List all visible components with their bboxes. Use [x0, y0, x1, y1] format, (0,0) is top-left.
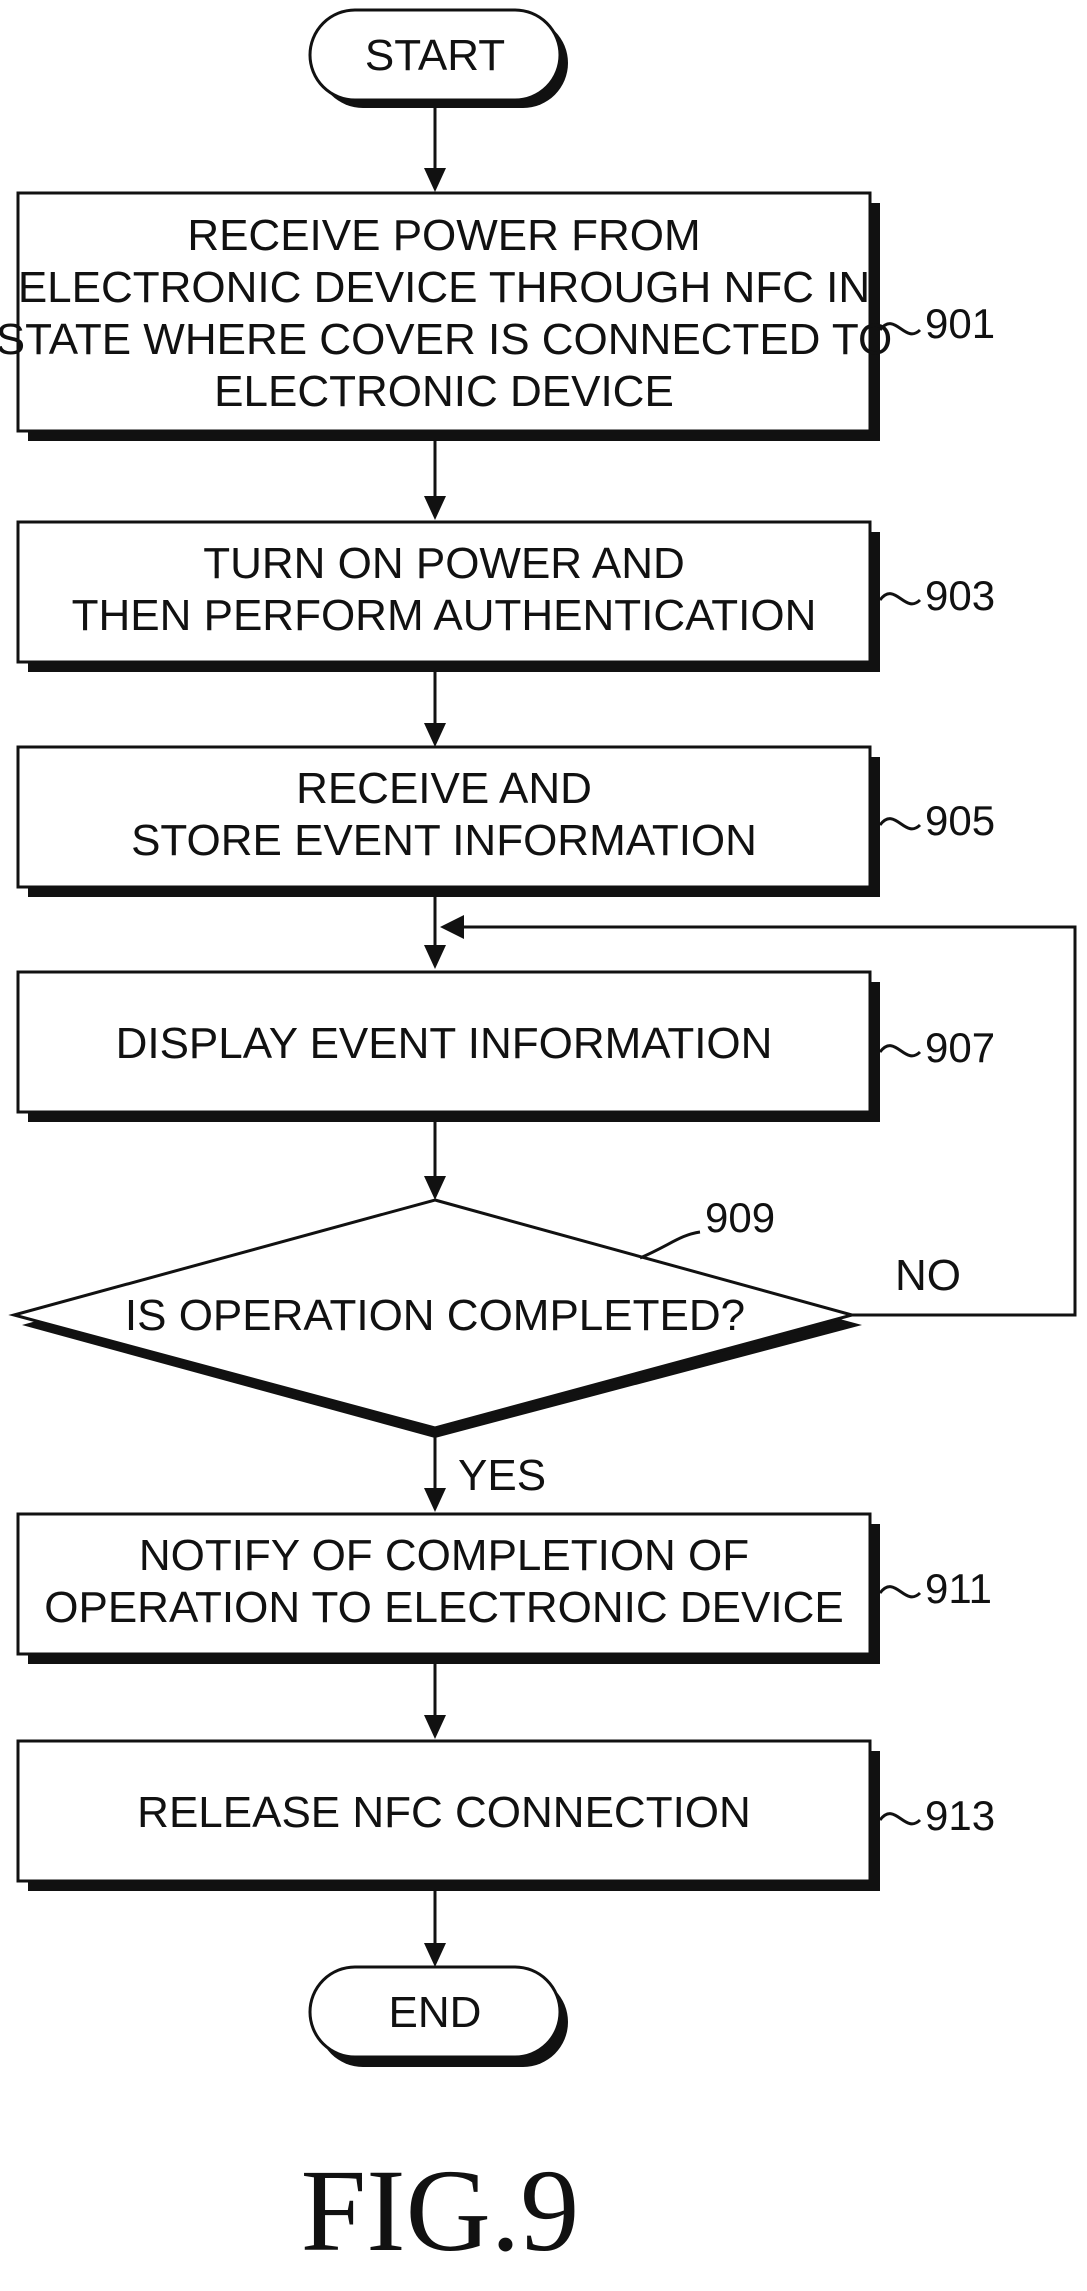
- ref-leader-913: [880, 1814, 920, 1824]
- step-901-line-3: STATE WHERE COVER IS CONNECTED TO: [0, 315, 892, 364]
- step-901-line-1: RECEIVE POWER FROM: [187, 211, 700, 260]
- step-901-line-4: ELECTRONIC DEVICE: [214, 367, 674, 416]
- step-905-line-1: RECEIVE AND: [296, 764, 592, 813]
- ref-leader-911: [880, 1587, 920, 1597]
- end-terminator: END: [310, 1967, 568, 2067]
- step-903-line-1: TURN ON POWER AND: [203, 539, 685, 588]
- arrowhead-903-905: [424, 723, 446, 747]
- end-label: END: [389, 1988, 482, 2037]
- arrowhead-909-911: [424, 1488, 446, 1512]
- yes-label: YES: [458, 1451, 546, 1500]
- arrowhead-start-901: [424, 168, 446, 192]
- ref-leader-909: [640, 1232, 700, 1258]
- step-903-line-2: THEN PERFORM AUTHENTICATION: [72, 591, 817, 640]
- start-terminator: START: [310, 10, 568, 108]
- step-box-905: RECEIVE AND STORE EVENT INFORMATION: [18, 747, 880, 897]
- arrowhead-905-907: [424, 945, 446, 969]
- ref-911: 911: [925, 1565, 992, 1612]
- ref-905: 905: [925, 797, 995, 844]
- step-box-901: RECEIVE POWER FROM ELECTRONIC DEVICE THR…: [0, 193, 892, 441]
- ref-907: 907: [925, 1024, 995, 1071]
- step-box-913: RELEASE NFC CONNECTION: [18, 1741, 880, 1891]
- ref-913: 913: [925, 1792, 995, 1839]
- step-905-line-2: STORE EVENT INFORMATION: [131, 816, 757, 865]
- no-label: NO: [895, 1251, 961, 1300]
- arrowhead-901-903: [424, 496, 446, 520]
- arrowhead-913-end: [424, 1943, 446, 1967]
- step-box-911: NOTIFY OF COMPLETION OF OPERATION TO ELE…: [18, 1514, 880, 1664]
- step-907-line-1: DISPLAY EVENT INFORMATION: [116, 1019, 773, 1068]
- start-label: START: [365, 31, 505, 80]
- step-911-line-1: NOTIFY OF COMPLETION OF: [139, 1531, 749, 1580]
- ref-leader-905: [880, 819, 920, 829]
- no-loop-arrowhead: [440, 915, 464, 939]
- arrowhead-907-909: [424, 1176, 446, 1200]
- ref-901: 901: [925, 300, 995, 347]
- figure-label: FIG.9: [301, 2145, 580, 2276]
- arrowhead-911-913: [424, 1715, 446, 1739]
- ref-909: 909: [705, 1194, 775, 1241]
- step-911-line-2: OPERATION TO ELECTRONIC DEVICE: [44, 1583, 843, 1632]
- step-box-907: DISPLAY EVENT INFORMATION: [18, 972, 880, 1122]
- step-box-903: TURN ON POWER AND THEN PERFORM AUTHENTIC…: [18, 522, 880, 672]
- step-901-line-2: ELECTRONIC DEVICE THROUGH NFC IN: [18, 263, 870, 312]
- ref-leader-907: [880, 1046, 920, 1056]
- ref-903: 903: [925, 572, 995, 619]
- decision-text: IS OPERATION COMPLETED?: [125, 1291, 745, 1340]
- ref-leader-903: [880, 594, 920, 604]
- step-913-line-1: RELEASE NFC CONNECTION: [137, 1788, 751, 1837]
